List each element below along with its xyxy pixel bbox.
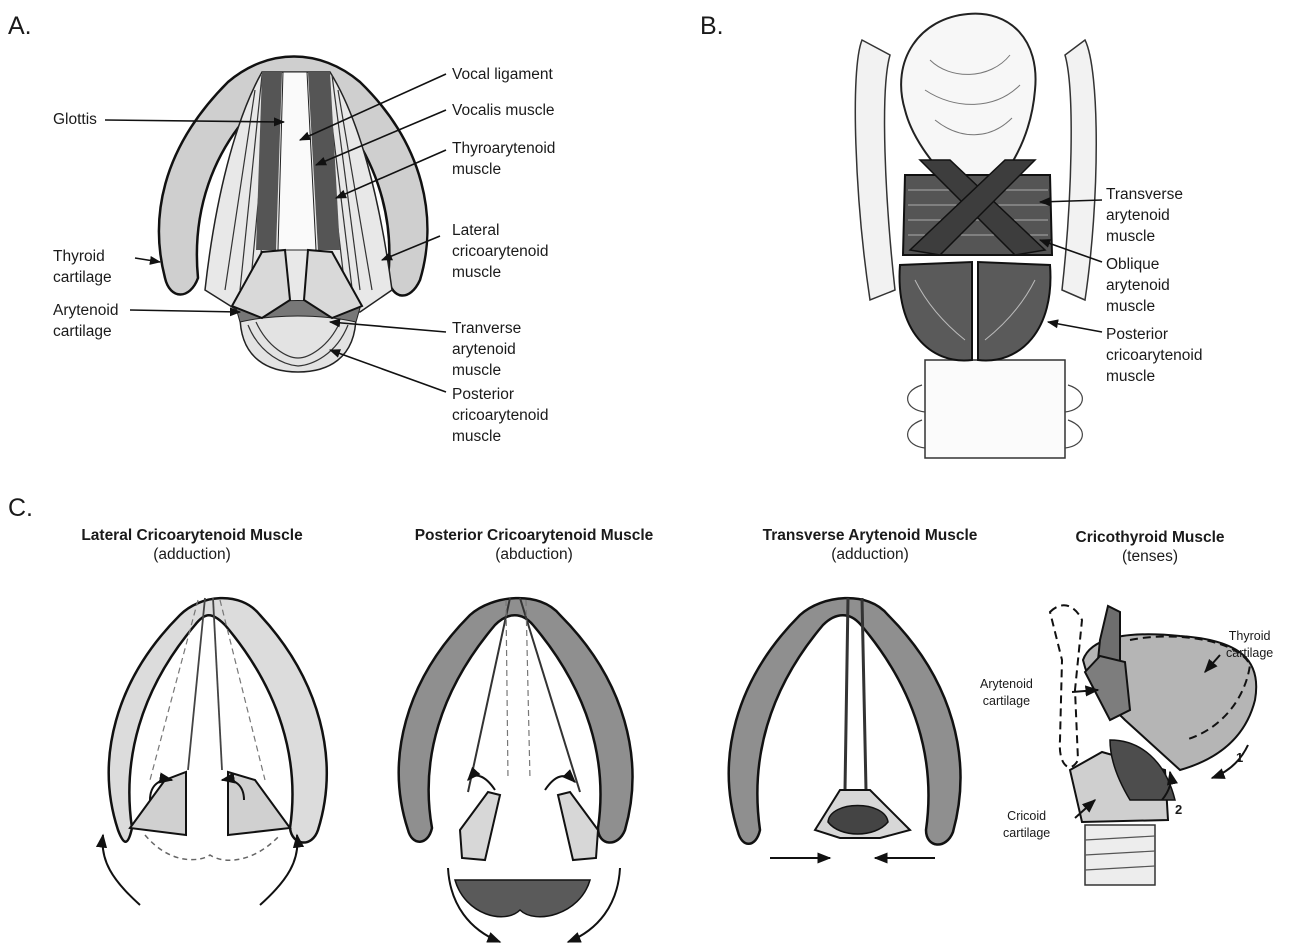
panel-b-drawing — [855, 14, 1102, 458]
panel-label-b: B. — [700, 12, 724, 41]
title-text: Transverse Arytenoid Muscle — [730, 526, 1010, 545]
label-line: cartilage — [53, 321, 118, 342]
label-line: muscle — [1106, 226, 1183, 247]
label-thyroarytenoid-muscle: Thyroarytenoid muscle — [452, 138, 555, 180]
label-tranverse-arytenoid: Tranverse arytenoid muscle — [452, 318, 521, 381]
panel-c-drawing — [103, 598, 1257, 942]
label-line: muscle — [1106, 296, 1170, 317]
label-line: cricoarytenoid — [452, 241, 549, 262]
label-c-cricoid-cartilage: Cricoid cartilage — [1003, 808, 1050, 842]
label-arytenoid-cartilage: Arytenoid cartilage — [53, 300, 118, 342]
label-vocalis-muscle: Vocalis muscle — [452, 100, 555, 121]
label-line: Arytenoid — [980, 676, 1033, 693]
label-line: muscle — [452, 262, 549, 283]
label-line: cartilage — [1003, 825, 1050, 842]
label-line: Arytenoid — [53, 300, 118, 321]
label-line: arytenoid — [1106, 205, 1183, 226]
label-c-arytenoid-cartilage: Arytenoid cartilage — [980, 676, 1033, 710]
subtitle-text: (tenses) — [1050, 547, 1250, 566]
label-line: Oblique — [1106, 254, 1170, 275]
label-line: arytenoid — [1106, 275, 1170, 296]
subtitle-text: (abduction) — [384, 545, 684, 564]
label-thyroid-cartilage: Thyroid cartilage — [53, 246, 112, 288]
label-line: Thyroarytenoid — [452, 138, 555, 159]
label-line: cartilage — [980, 693, 1033, 710]
label-line: cartilage — [1226, 645, 1273, 662]
title-lateral-cricoarytenoid: Lateral Cricoarytenoid Muscle (adduction… — [52, 526, 332, 564]
title-transverse-arytenoid: Transverse Arytenoid Muscle (adduction) — [730, 526, 1010, 564]
subtitle-text: (adduction) — [730, 545, 1010, 564]
label-b-transverse-arytenoid: Transverse arytenoid muscle — [1106, 184, 1183, 247]
label-line: arytenoid — [452, 339, 521, 360]
number-2: 2 — [1175, 802, 1182, 817]
number-1: 1 — [1236, 750, 1243, 765]
label-b-oblique-arytenoid: Oblique arytenoid muscle — [1106, 254, 1170, 317]
label-line: Thyroid — [53, 246, 112, 267]
label-vocal-ligament: Vocal ligament — [452, 64, 553, 85]
label-line: Transverse — [1106, 184, 1183, 205]
panel-a-drawing — [105, 57, 446, 393]
label-lateral-cricoarytenoid: Lateral cricoarytenoid muscle — [452, 220, 549, 283]
label-line: Cricoid — [1003, 808, 1050, 825]
label-line: Posterior — [452, 384, 549, 405]
label-line: muscle — [452, 159, 555, 180]
label-line: Thyroid — [1226, 628, 1273, 645]
label-line: muscle — [452, 360, 521, 381]
label-line: cricoarytenoid — [1106, 345, 1203, 366]
panel-label-c: C. — [8, 494, 33, 523]
label-c-thyroid-cartilage: Thyroid cartilage — [1226, 628, 1273, 662]
label-line: muscle — [452, 426, 549, 447]
label-line: Posterior — [1106, 324, 1203, 345]
subtitle-text: (adduction) — [52, 545, 332, 564]
title-text: Cricothyroid Muscle — [1050, 528, 1250, 547]
label-line: cartilage — [53, 267, 112, 288]
label-line: muscle — [1106, 366, 1203, 387]
label-line: Lateral — [452, 220, 549, 241]
label-glottis: Glottis — [53, 109, 97, 130]
title-cricothyroid: Cricothyroid Muscle (tenses) — [1050, 528, 1250, 566]
label-posterior-cricoarytenoid: Posterior cricoarytenoid muscle — [452, 384, 549, 447]
panel-label-a: A. — [8, 12, 32, 41]
label-line: Tranverse — [452, 318, 521, 339]
label-line: cricoarytenoid — [452, 405, 549, 426]
label-b-posterior-cricoarytenoid: Posterior cricoarytenoid muscle — [1106, 324, 1203, 387]
title-posterior-cricoarytenoid: Posterior Cricoarytenoid Muscle (abducti… — [384, 526, 684, 564]
title-text: Lateral Cricoarytenoid Muscle — [52, 526, 332, 545]
title-text: Posterior Cricoarytenoid Muscle — [384, 526, 684, 545]
